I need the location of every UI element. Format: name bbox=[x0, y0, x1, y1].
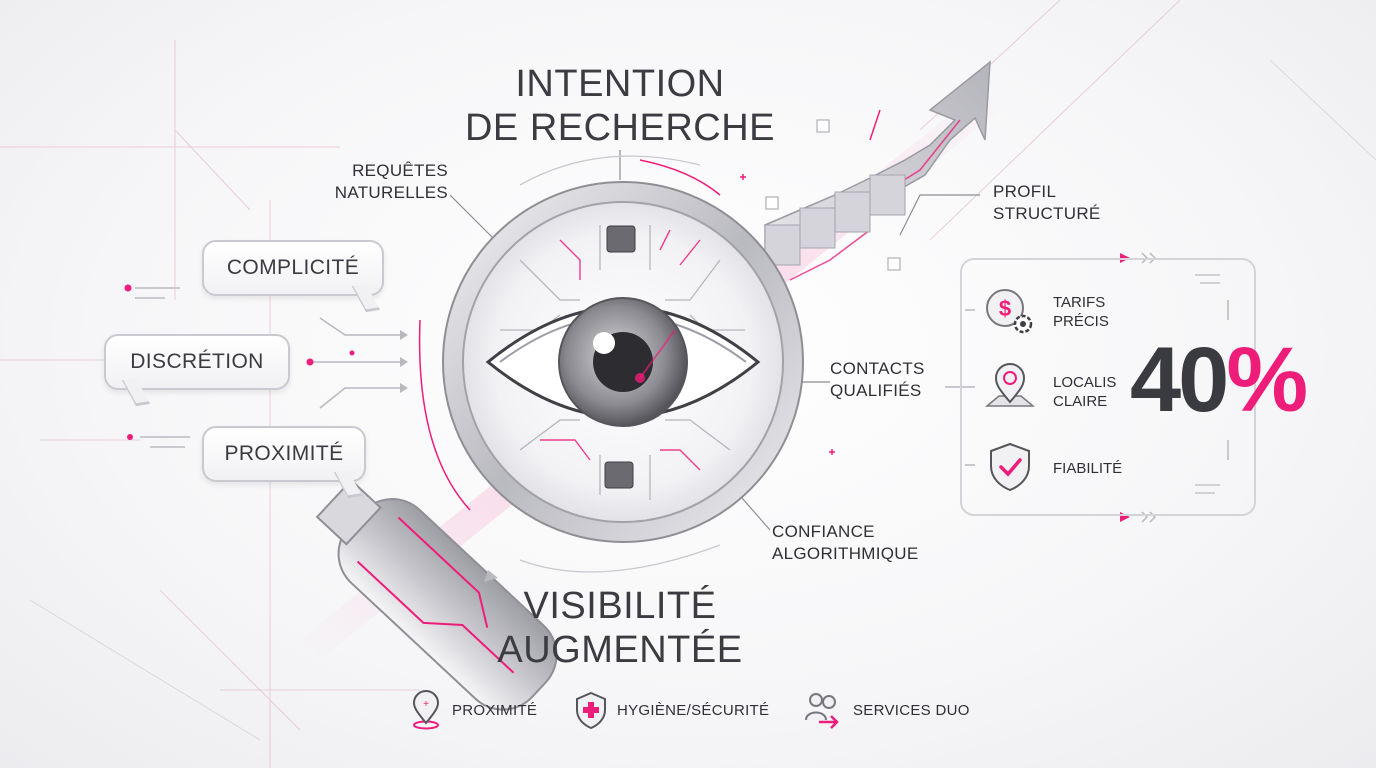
feature-label-fiabilite: FIABILITÉ bbox=[1053, 460, 1123, 477]
shield-cross-icon bbox=[576, 691, 606, 730]
bubble-label: DISCRÉTION bbox=[130, 350, 264, 373]
label-confiance: CONFIANCE ALGORITHMIQUE bbox=[772, 522, 919, 563]
benefits-panel bbox=[960, 258, 1256, 516]
map-pin-icon bbox=[984, 363, 1036, 407]
bubble-complicite: COMPLICITÉ bbox=[202, 240, 384, 313]
stat-unit: % bbox=[1226, 329, 1308, 431]
dollar-gear-icon: $ bbox=[986, 289, 1033, 334]
svg-text:$: $ bbox=[999, 296, 1011, 321]
label-requetes: REQUÊTES NATURELLES bbox=[334, 161, 448, 202]
shield-check-icon bbox=[990, 442, 1030, 492]
legend-label: HYGIÈNE/SÉCURITÉ bbox=[617, 701, 770, 719]
title-visibilite: VISIBILITÉ AUGMENTÉE bbox=[497, 585, 743, 671]
users-icon bbox=[805, 693, 839, 729]
feature-label-localis: LOCALIS CLAIRE bbox=[1053, 374, 1117, 410]
legend-services-duo: SERVICES DUO bbox=[803, 690, 970, 730]
legend-proximite: + PROXIMITÉ bbox=[408, 690, 537, 730]
feature-label-tarifs: TARIFS PRÉCIS bbox=[1053, 294, 1109, 330]
legend-hygiene: HYGIÈNE/SÉCURITÉ bbox=[573, 690, 769, 730]
bubble-proximite: PROXIMITÉ bbox=[202, 426, 366, 499]
stat-number: 40 bbox=[1130, 329, 1229, 431]
label-contacts: CONTACTS QUALIFIÉS bbox=[830, 359, 925, 400]
legend-label: PROXIMITÉ bbox=[452, 701, 538, 719]
title-intention: INTENTION DE RECHERCHE bbox=[464, 63, 776, 149]
bubble-label: PROXIMITÉ bbox=[224, 442, 344, 465]
label-profil: PROFIL STRUCTURÉ bbox=[993, 182, 1101, 223]
svg-text:+: + bbox=[423, 699, 429, 710]
location-pin-icon: + bbox=[412, 690, 440, 730]
legend-label: SERVICES DUO bbox=[853, 701, 970, 719]
bubble-label: COMPLICITÉ bbox=[226, 256, 360, 279]
bubble-discretion: DISCRÉTION bbox=[104, 334, 290, 407]
stat-40-percent: 40% bbox=[1130, 329, 1308, 431]
